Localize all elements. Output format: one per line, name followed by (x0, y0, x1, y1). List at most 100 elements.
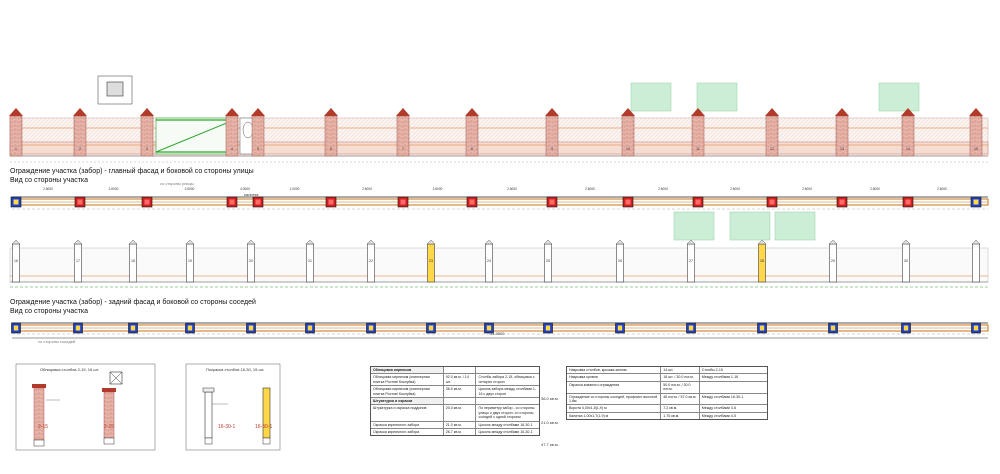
back-post (616, 243, 624, 283)
back-post (829, 243, 837, 283)
back-plan-post-core (75, 325, 81, 331)
front-plan-post-core (469, 199, 475, 205)
front-plan-post-core (549, 199, 555, 205)
table-cell: Между столбами 1-16 (701, 375, 739, 380)
front-post-cap (324, 108, 338, 116)
back-plan-post-core (617, 325, 623, 331)
back-post-number: 21 (308, 259, 312, 263)
table-cell: 14 шт. (661, 367, 700, 374)
back-plan-post-core (486, 325, 492, 331)
table-cell: Штукатурка и окраска поддонов (371, 405, 444, 421)
front-post-number: 11 (696, 147, 700, 151)
front-plan-post-core (625, 199, 631, 205)
back-plan-post-core (688, 325, 694, 331)
back-plan-post-core (248, 325, 254, 331)
back-post-number: 19 (188, 259, 192, 263)
back-post-cap (426, 239, 436, 245)
table-cell: 7.2 кв.м. (661, 405, 700, 412)
back-post (186, 243, 194, 283)
front-post-cap (251, 108, 265, 116)
front-post-number: 6 (330, 147, 332, 151)
detail1-code-b: 2-15 (104, 424, 115, 430)
front-dimension: 2.6000 (658, 187, 668, 191)
back-post (427, 243, 435, 283)
table-cell: 16 шт. / 30.0 пог.м. (661, 374, 700, 381)
front-post-number: 3 (146, 147, 148, 151)
front-post-cap (691, 108, 705, 116)
table-row: Облицовка кирпичом (клинкерная плитка Ро… (371, 386, 539, 399)
green-panel (729, 211, 771, 241)
back-post (74, 243, 82, 283)
front-plan-post-core (229, 199, 235, 205)
front-dimension: 1.0000 (290, 187, 300, 191)
back-post-cap (73, 239, 83, 245)
table-cell (444, 398, 477, 405)
detail-painted-post (185, 363, 281, 451)
table-cell (444, 367, 477, 374)
front-dimension: 2.6000 (185, 187, 195, 191)
back-post-number: 24 (487, 259, 491, 263)
front-dimension: 2.6000 (585, 187, 595, 191)
table1-total-3: 47.7 кв.м. (541, 442, 559, 447)
front-dimension: 2.6000 (43, 187, 53, 191)
back-post-number: 20 (249, 259, 253, 263)
back-post-cap (543, 239, 553, 245)
back-plan (11, 322, 989, 339)
front-plan-post-core (769, 199, 775, 205)
table-cell: Накрывка столбов, крышка-колпак (567, 367, 662, 374)
back-post-number: 17 (76, 259, 80, 263)
front-post-number: 12 (770, 147, 774, 151)
table1-total-2: 21.0 кв.м. (541, 420, 559, 425)
back-plan-post-core (130, 325, 136, 331)
back-section-title: Ограждение участка (забор) - задний фаса… (10, 299, 256, 306)
back-plan-post-core (187, 325, 193, 331)
detail1-title: Облицовка столбов 2-15, 16 шт. (40, 367, 100, 372)
table-cell: Облицовка кирпичом (клинкерная плитка Ро… (371, 386, 444, 398)
detail-brick-post (15, 363, 156, 451)
green-panel (673, 211, 715, 241)
front-post-cap (225, 108, 239, 116)
table-cell (476, 367, 539, 373)
detail2-title: Покраска столбов 16-30, 15 шт. (206, 367, 265, 372)
front-plan-post-core (905, 199, 911, 205)
street-label: со стороны улицы (160, 181, 194, 186)
table-cell: Между столбами 16-30-1 (701, 394, 744, 399)
table-cell: Окраска кирпичного забора (371, 429, 444, 436)
table-cell (700, 382, 767, 393)
front-plan-post-core (400, 199, 406, 205)
back-post-cap (828, 239, 838, 245)
neighbors-label: со стороны соседей (38, 339, 76, 344)
table-row: Штукатурка и окраска (371, 398, 539, 406)
front-post-number: 9 (551, 147, 553, 151)
back-post-cap (185, 239, 195, 245)
back-post-cap (11, 239, 21, 245)
front-post-cap (396, 108, 410, 116)
back-post-cap (757, 239, 767, 245)
green-panel (696, 82, 738, 112)
table-cell: 92.0 кв.м. / 14 шт. (444, 374, 477, 386)
back-post-cap (305, 239, 315, 245)
back-plan-post-core (428, 325, 434, 331)
table-cell: Окраска кованого ограждения (567, 381, 662, 393)
table-cell: 21.0 кв.м. (444, 421, 477, 429)
back-post-cap (484, 239, 494, 245)
table-cell (476, 398, 539, 404)
total-length: 31.5000 (490, 331, 505, 336)
front-post-cap (465, 108, 479, 116)
table-cell: Столбы 2-15 (701, 368, 723, 372)
front-post-cap (9, 108, 23, 116)
front-section-subtitle: Вид со стороны участка (10, 177, 89, 184)
front-plan-post-core (973, 199, 979, 205)
table-cell: Накрывка кровли (567, 374, 662, 381)
back-plan-post-core (13, 325, 19, 331)
back-post-number: 28 (760, 259, 764, 263)
front-plan-post-core (255, 199, 261, 205)
front-post-number: 8 (471, 147, 473, 151)
